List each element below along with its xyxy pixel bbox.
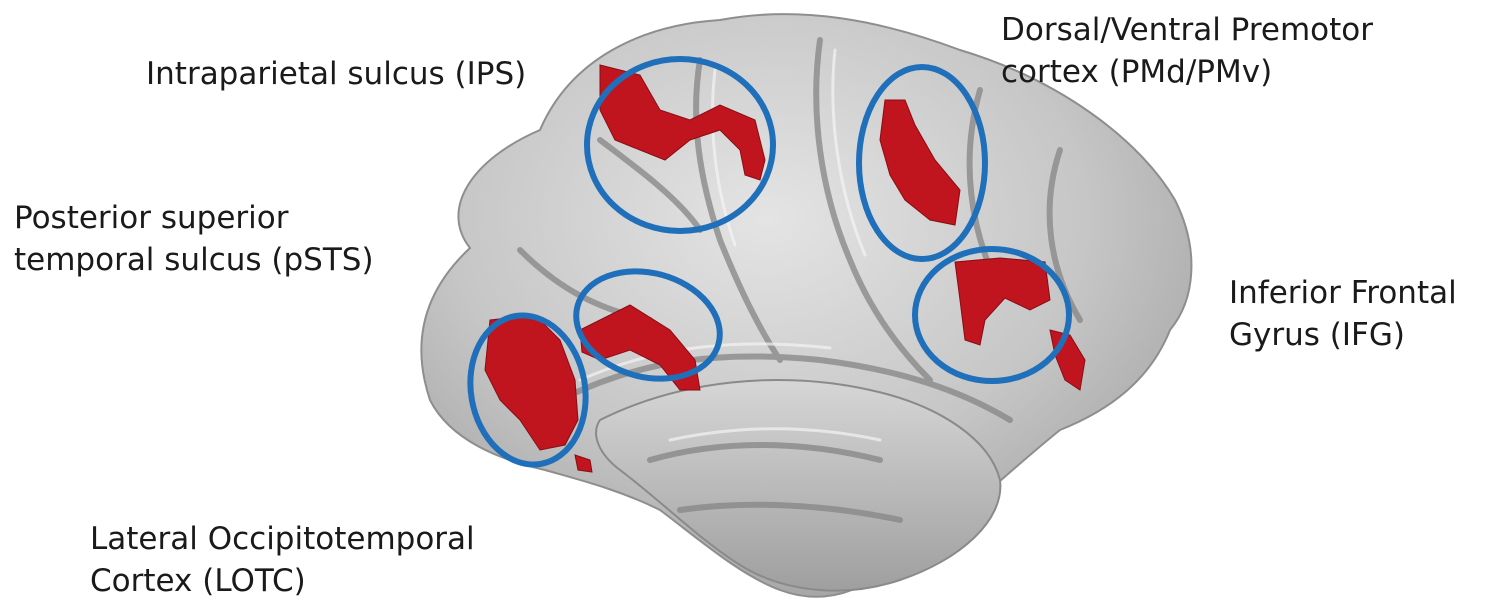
label-lotc-line-1: Lateral Occipitotemporal (90, 518, 475, 560)
label-lotc-line-2: Cortex (LOTC) (90, 560, 475, 602)
label-psts-line-2: temporal sulcus (pSTS) (14, 239, 374, 281)
label-premotor-cortex: Dorsal/Ventral Premotor cortex (PMd/PMv) (1001, 9, 1373, 93)
label-psts-line-1: Posterior superior (14, 197, 374, 239)
label-posterior-superior-temporal-sulcus: Posterior superior temporal sulcus (pSTS… (14, 197, 374, 281)
label-ifg-line-1: Inferior Frontal (1229, 272, 1457, 314)
label-pm-line-1: Dorsal/Ventral Premotor (1001, 9, 1373, 51)
label-ips-line-1: Intraparietal sulcus (IPS) (146, 53, 526, 95)
label-ifg-line-2: Gyrus (IFG) (1229, 314, 1457, 356)
label-intraparietal-sulcus: Intraparietal sulcus (IPS) (146, 53, 526, 95)
label-inferior-frontal-gyrus: Inferior Frontal Gyrus (IFG) (1229, 272, 1457, 356)
label-pm-line-2: cortex (PMd/PMv) (1001, 51, 1373, 93)
label-lateral-occipitotemporal-cortex: Lateral Occipitotemporal Cortex (LOTC) (90, 518, 475, 602)
